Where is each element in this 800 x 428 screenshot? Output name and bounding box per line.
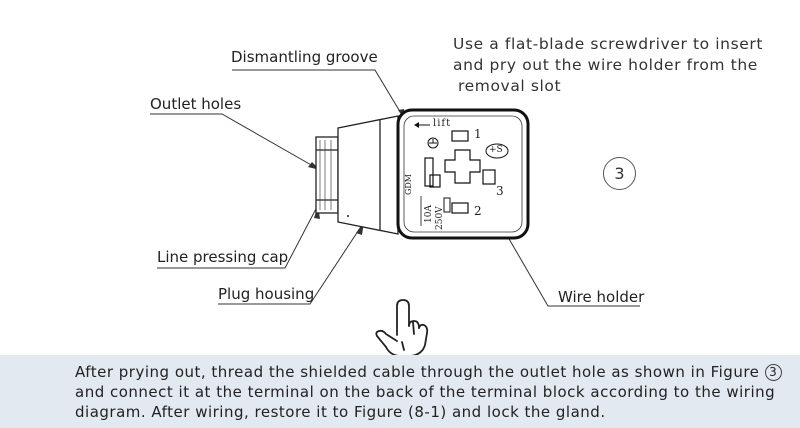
terminal-label-2: 2 bbox=[474, 204, 482, 218]
pointing-hand-icon bbox=[375, 299, 429, 357]
terminal-label-lift: lift bbox=[433, 118, 452, 129]
footer-text: After prying out, thread the shielded ca… bbox=[75, 362, 782, 422]
footer-figure-ref: 3 bbox=[764, 364, 782, 381]
terminal-label-plus-s: +S bbox=[489, 145, 503, 155]
instruction-line-2: and pry out the wire holder from the bbox=[453, 56, 758, 74]
terminal-label-gdm: GDM bbox=[404, 174, 413, 195]
callout-dismantling-groove: Dismantling groove bbox=[231, 48, 378, 66]
callout-plug-housing: Plug housing bbox=[218, 285, 315, 303]
callout-outlet-holes: Outlet holes bbox=[150, 95, 242, 113]
footer-line-3: diagram. After wiring, restore it to Fig… bbox=[75, 403, 606, 421]
instruction-line-1: Use a flat-blade screwdriver to insert bbox=[453, 35, 764, 53]
leader-line-pressing-cap bbox=[157, 204, 319, 269]
terminal-label-1: 1 bbox=[474, 127, 482, 141]
figure-number-badge: 3 bbox=[603, 157, 636, 190]
line-pressing-cap-shape bbox=[315, 136, 339, 214]
plug-housing-shape bbox=[337, 115, 399, 235]
wire-holder-shape bbox=[396, 108, 530, 240]
instruction-line-3: removal slot bbox=[458, 77, 562, 95]
leader-plug-housing bbox=[218, 221, 365, 305]
leader-dismantling-groove bbox=[232, 69, 406, 121]
footer-note: After prying out, thread the shielded ca… bbox=[0, 355, 800, 428]
callout-wire-holder: Wire holder bbox=[558, 288, 645, 306]
terminal-label-current: 10A bbox=[424, 205, 434, 223]
footer-line-1: After prying out, thread the shielded ca… bbox=[75, 362, 782, 382]
leader-outlet-holes bbox=[150, 113, 321, 171]
terminal-label-voltage: 250V bbox=[435, 206, 445, 230]
terminal-label-3: 3 bbox=[496, 184, 504, 198]
leader-wire-holder bbox=[504, 231, 640, 307]
pry-instruction: Use a flat-blade screwdriver to insert a… bbox=[453, 34, 763, 97]
footer-line-2: and connect it at the terminal on the ba… bbox=[75, 383, 776, 401]
footer-line-1-text: After prying out, thread the shielded ca… bbox=[75, 363, 760, 381]
callout-line-pressing-cap: Line pressing cap bbox=[157, 248, 289, 266]
